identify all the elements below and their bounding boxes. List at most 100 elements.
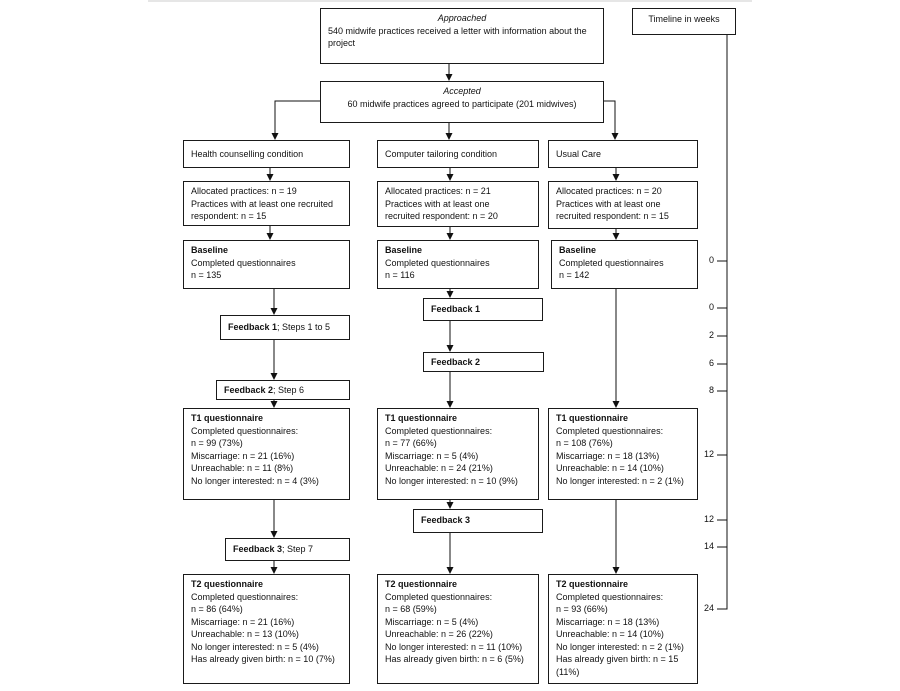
t1-line: n = 77 (66%) xyxy=(385,438,437,448)
baseline-line: n = 142 xyxy=(559,270,590,280)
health-t2-box: T2 questionnaire Completed questionnaire… xyxy=(183,574,350,684)
timeline-tick: 24 xyxy=(703,603,714,613)
feedback3-title: Feedback 3 xyxy=(421,515,471,525)
baseline-line: n = 116 xyxy=(385,270,415,280)
timeline-axis xyxy=(717,35,728,610)
usual-condition-title: Usual Care xyxy=(556,149,602,159)
feedback2-title: Feedback 2 xyxy=(224,385,274,395)
t1-line: No longer interested: n = 10 (9%) xyxy=(385,475,518,486)
timeline-tick: 8 xyxy=(708,385,714,395)
timeline-tick: 12 xyxy=(703,449,714,459)
allocation-line: recruited respondent: n = 15 xyxy=(556,211,669,221)
accepted-title: Accepted xyxy=(443,86,481,96)
health-condition-header: Health counselling condition xyxy=(183,140,350,168)
computer-condition-header: Computer tailoring condition xyxy=(377,140,539,168)
usual-baseline-box: Baseline Completed questionnaires n = 14… xyxy=(551,240,698,289)
t1-title: T1 questionnaire xyxy=(556,413,629,423)
t1-line: Unreachable: n = 24 (21%) xyxy=(385,463,493,473)
feedback1-title: Feedback 1 xyxy=(431,304,481,314)
t1-title: T1 questionnaire xyxy=(385,413,458,423)
timeline-tick: 14 xyxy=(703,541,714,551)
t2-title: T2 questionnaire xyxy=(191,579,264,589)
usual-t1-box: T1 questionnaire Completed questionnaire… xyxy=(548,408,698,500)
t2-line: n = 86 (64%) xyxy=(191,604,243,614)
t2-line: Has already given birth: n = 10 (7%) xyxy=(191,654,335,664)
baseline-line: Completed questionnaires xyxy=(559,257,664,268)
t2-line: No longer interested: n = 11 (10%) xyxy=(385,641,523,652)
feedback3-title: Feedback 3 xyxy=(233,544,283,554)
t1-line: Miscarriage: n = 21 (16%) xyxy=(191,450,295,461)
t2-line: (11%) xyxy=(556,666,580,677)
feedback1-title: Feedback 1 xyxy=(228,322,278,332)
usual-allocation-box: Allocated practices: n = 20 Practices wi… xyxy=(548,181,698,229)
allocation-line: Practices with at least one xyxy=(385,198,490,209)
allocation-line: Practices with at least one xyxy=(556,198,661,209)
health-condition-title: Health counselling condition xyxy=(191,149,304,159)
baseline-line: Completed questionnaires xyxy=(385,257,490,268)
allocation-line: Practices with at least one recruited xyxy=(191,198,334,209)
t2-line: Miscarriage: n = 18 (13%) xyxy=(556,616,660,627)
health-feedback2-box: Feedback 2; Step 6 xyxy=(216,380,350,400)
baseline-title: Baseline xyxy=(385,245,423,255)
health-feedback3-box: Feedback 3; Step 7 xyxy=(225,538,350,561)
computer-allocation-box: Allocated practices: n = 21 Practices wi… xyxy=(377,181,539,227)
baseline-title: Baseline xyxy=(191,245,229,255)
baseline-line: n = 135 xyxy=(191,270,222,280)
timeline-tick: 0 xyxy=(708,302,714,312)
timeline-label-box: Timeline in weeks xyxy=(632,8,736,35)
t1-line: Miscarriage: n = 5 (4%) xyxy=(385,450,479,461)
computer-t1-box: T1 questionnaire Completed questionnaire… xyxy=(377,408,539,500)
t1-line: n = 99 (73%) xyxy=(191,438,243,448)
computer-feedback1-box: Feedback 1 xyxy=(423,298,543,321)
approached-box: Approached 540 midwife practices receive… xyxy=(320,8,604,64)
t1-line: Completed questionnaires: xyxy=(191,425,299,436)
baseline-title: Baseline xyxy=(559,245,597,255)
t2-line: Completed questionnaires: xyxy=(191,591,299,602)
allocation-line: Allocated practices: n = 19 xyxy=(191,186,297,196)
t2-line: Completed questionnaires: xyxy=(385,591,493,602)
t2-line: Unreachable: n = 14 (10%) xyxy=(556,629,664,639)
computer-baseline-box: Baseline Completed questionnaires n = 11… xyxy=(377,240,539,289)
allocation-line: Allocated practices: n = 20 xyxy=(556,186,662,196)
top-border xyxy=(148,0,752,2)
usual-t2-box: T2 questionnaire Completed questionnaire… xyxy=(548,574,698,684)
feedback2-title: Feedback 2 xyxy=(431,357,481,367)
t1-line: Unreachable: n = 14 (10%) xyxy=(556,463,664,473)
t2-line: n = 93 (66%) xyxy=(556,604,608,614)
feedback3-steps: ; Step 7 xyxy=(282,544,314,554)
health-t1-box: T1 questionnaire Completed questionnaire… xyxy=(183,408,350,500)
t2-line: No longer interested: n = 2 (1%) xyxy=(556,641,684,652)
t1-line: No longer interested: n = 4 (3%) xyxy=(191,475,319,486)
t1-line: Miscarriage: n = 18 (13%) xyxy=(556,450,660,461)
t2-line: n = 68 (59%) xyxy=(385,604,437,614)
t2-title: T2 questionnaire xyxy=(385,579,458,589)
timeline-label: Timeline in weeks xyxy=(648,14,720,24)
feedback2-steps: ; Step 6 xyxy=(273,385,305,395)
t1-line: Unreachable: n = 11 (8%) xyxy=(191,463,294,473)
t1-line: No longer interested: n = 2 (1%) xyxy=(556,475,684,486)
allocation-line: recruited respondent: n = 20 xyxy=(385,211,498,221)
feedback1-steps: ; Steps 1 to 5 xyxy=(277,322,331,332)
health-baseline-box: Baseline Completed questionnaires n = 13… xyxy=(183,240,350,289)
computer-t2-box: T2 questionnaire Completed questionnaire… xyxy=(377,574,539,684)
t2-line: Miscarriage: n = 21 (16%) xyxy=(191,616,295,627)
t2-line: Has already given birth: n = 15 xyxy=(556,654,679,664)
timeline-tick: 2 xyxy=(708,330,714,340)
usual-condition-header: Usual Care xyxy=(548,140,698,168)
health-feedback1-box: Feedback 1; Steps 1 to 5 xyxy=(220,315,350,340)
accepted-box: Accepted 60 midwife practices agreed to … xyxy=(320,81,604,123)
arrow-accepted-health xyxy=(271,100,320,140)
computer-feedback3-box: Feedback 3 xyxy=(413,509,543,533)
timeline-tick: 0 xyxy=(708,255,714,265)
approached-title: Approached xyxy=(437,13,487,23)
t2-line: Has already given birth: n = 6 (5%) xyxy=(385,654,524,664)
t2-title: T2 questionnaire xyxy=(556,579,629,589)
t2-line: Unreachable: n = 13 (10%) xyxy=(191,629,299,639)
timeline-tick: 6 xyxy=(708,358,714,368)
t1-line: Completed questionnaires: xyxy=(385,425,493,436)
t1-line: Completed questionnaires: xyxy=(556,425,664,436)
health-allocation-box: Allocated practices: n = 19 Practices wi… xyxy=(183,181,350,226)
computer-feedback2-box: Feedback 2 xyxy=(423,352,544,372)
t1-line: n = 108 (76%) xyxy=(556,438,613,448)
